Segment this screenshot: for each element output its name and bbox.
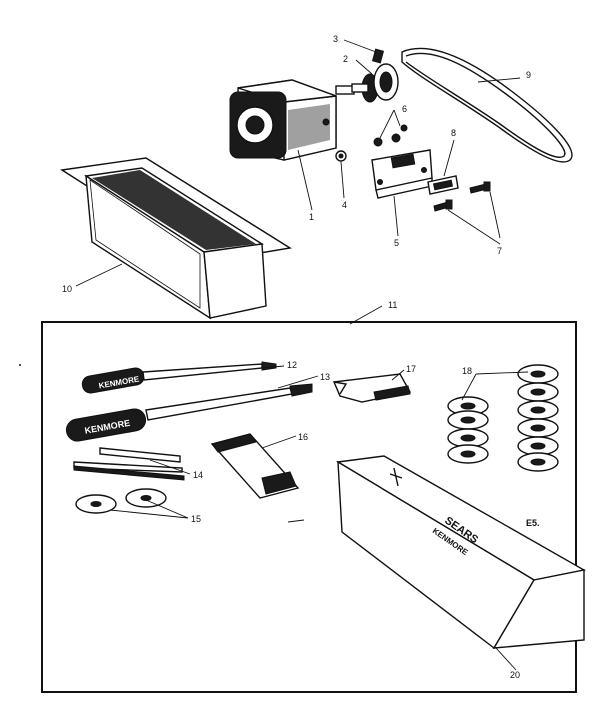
bobbin bbox=[517, 436, 559, 456]
bobbin bbox=[517, 382, 559, 402]
callout-1: 1 bbox=[309, 212, 314, 222]
callouts: 1 2 3 4 5 6 7 8 9 10 11 12 13 14 15 16 1… bbox=[62, 34, 531, 680]
belt bbox=[401, 47, 573, 163]
set-screw bbox=[371, 48, 385, 64]
callout-4: 4 bbox=[342, 200, 347, 210]
callout-12: 12 bbox=[287, 360, 297, 370]
lint-brushes bbox=[73, 447, 185, 481]
callout-13: 13 bbox=[320, 372, 330, 382]
screws bbox=[433, 181, 491, 212]
bobbins bbox=[447, 364, 559, 472]
callout-10: 10 bbox=[62, 284, 72, 294]
callout-18: 18 bbox=[462, 366, 472, 376]
bobbin bbox=[447, 444, 489, 464]
accessories-box bbox=[41, 321, 577, 693]
screwdriver-small: KENMORE bbox=[81, 361, 277, 394]
bobbin bbox=[517, 452, 559, 472]
screwdriver-large: KENMORE bbox=[65, 383, 313, 442]
bobbin bbox=[517, 400, 559, 420]
callout-16: 16 bbox=[298, 432, 308, 442]
callout-5: 5 bbox=[394, 238, 399, 248]
spool-discs bbox=[75, 488, 167, 514]
callout-17: 17 bbox=[406, 364, 416, 374]
washer bbox=[335, 150, 347, 162]
callout-14: 14 bbox=[193, 470, 203, 480]
callout-3: 3 bbox=[333, 34, 338, 44]
bushing bbox=[427, 175, 459, 195]
mounting-bracket bbox=[371, 149, 433, 199]
callout-7: 7 bbox=[497, 246, 502, 256]
callout-9: 9 bbox=[526, 70, 531, 80]
callout-20: 20 bbox=[510, 670, 520, 680]
callout-6: 6 bbox=[402, 104, 407, 114]
leader-lines bbox=[75, 39, 529, 671]
bobbin bbox=[517, 364, 559, 384]
callout-2: 2 bbox=[343, 54, 348, 64]
bobbin bbox=[447, 396, 489, 416]
seam-gauge bbox=[332, 373, 412, 403]
code-label: E5. bbox=[526, 518, 540, 528]
mount-screws bbox=[373, 124, 408, 147]
needle-pack bbox=[210, 433, 300, 499]
bobbin bbox=[447, 410, 489, 430]
callout-11: 11 bbox=[388, 300, 397, 310]
tray bbox=[60, 157, 292, 320]
pulley bbox=[351, 63, 399, 103]
motor bbox=[229, 79, 355, 161]
callout-15: 15 bbox=[191, 514, 201, 524]
callout-8: 8 bbox=[451, 128, 456, 138]
bobbin bbox=[517, 418, 559, 438]
accessory-case: SEARS KENMORE bbox=[335, 455, 586, 650]
